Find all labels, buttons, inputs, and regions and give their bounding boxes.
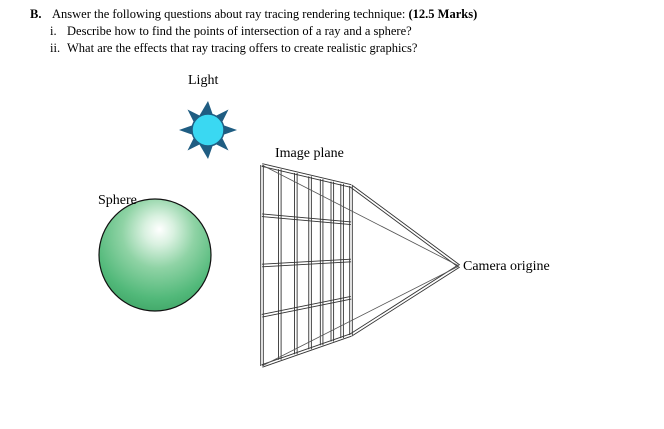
image-plane-grid — [260, 163, 353, 368]
grid-line-vertical — [319, 179, 324, 346]
grid-line-horizontal — [261, 213, 352, 225]
grid-line-horizontal — [261, 163, 352, 188]
sub-question-text: What are the effects that ray tracing of… — [67, 41, 418, 55]
grid-line-vertical — [294, 172, 298, 355]
grid-line-vertical — [260, 165, 264, 366]
sphere-label: Sphere — [98, 193, 137, 208]
sub-question-number: i. — [50, 24, 57, 38]
frustum-edge — [350, 264, 460, 337]
question-marks: (12.5 Marks) — [408, 7, 478, 21]
sub-question-ii: ii. What are the effects that ray tracing… — [50, 41, 417, 56]
sub-question-text: Describe how to find the points of inter… — [67, 24, 412, 38]
grid-line-horizontal — [261, 258, 352, 268]
view-frustum — [261, 164, 461, 367]
grid-line-horizontal — [261, 296, 352, 318]
frustum-edge — [261, 164, 460, 267]
camera-origin-label: Camera origine — [463, 259, 550, 274]
sub-question-number: ii. — [50, 41, 61, 55]
question-text: Answer the following questions about ray… — [52, 7, 406, 21]
light-label: Light — [188, 73, 219, 88]
grid-line-vertical — [330, 181, 335, 342]
image-plane-label: Image plane — [275, 146, 344, 161]
frustum-edge — [349, 184, 461, 268]
grid-line-horizontal — [261, 333, 352, 368]
sphere-shape — [98, 198, 212, 312]
sun-icon — [179, 101, 237, 159]
grid-line-vertical — [349, 186, 353, 335]
question-number: B. — [30, 7, 42, 21]
grid-line-vertical — [340, 183, 344, 339]
frustum-edge — [261, 265, 460, 367]
grid-line-vertical — [278, 169, 282, 360]
question-heading: B. Answer the following questions about r… — [30, 7, 477, 22]
grid-line-vertical — [308, 176, 312, 350]
sub-question-i: i. Describe how to find the points of int… — [50, 24, 412, 39]
